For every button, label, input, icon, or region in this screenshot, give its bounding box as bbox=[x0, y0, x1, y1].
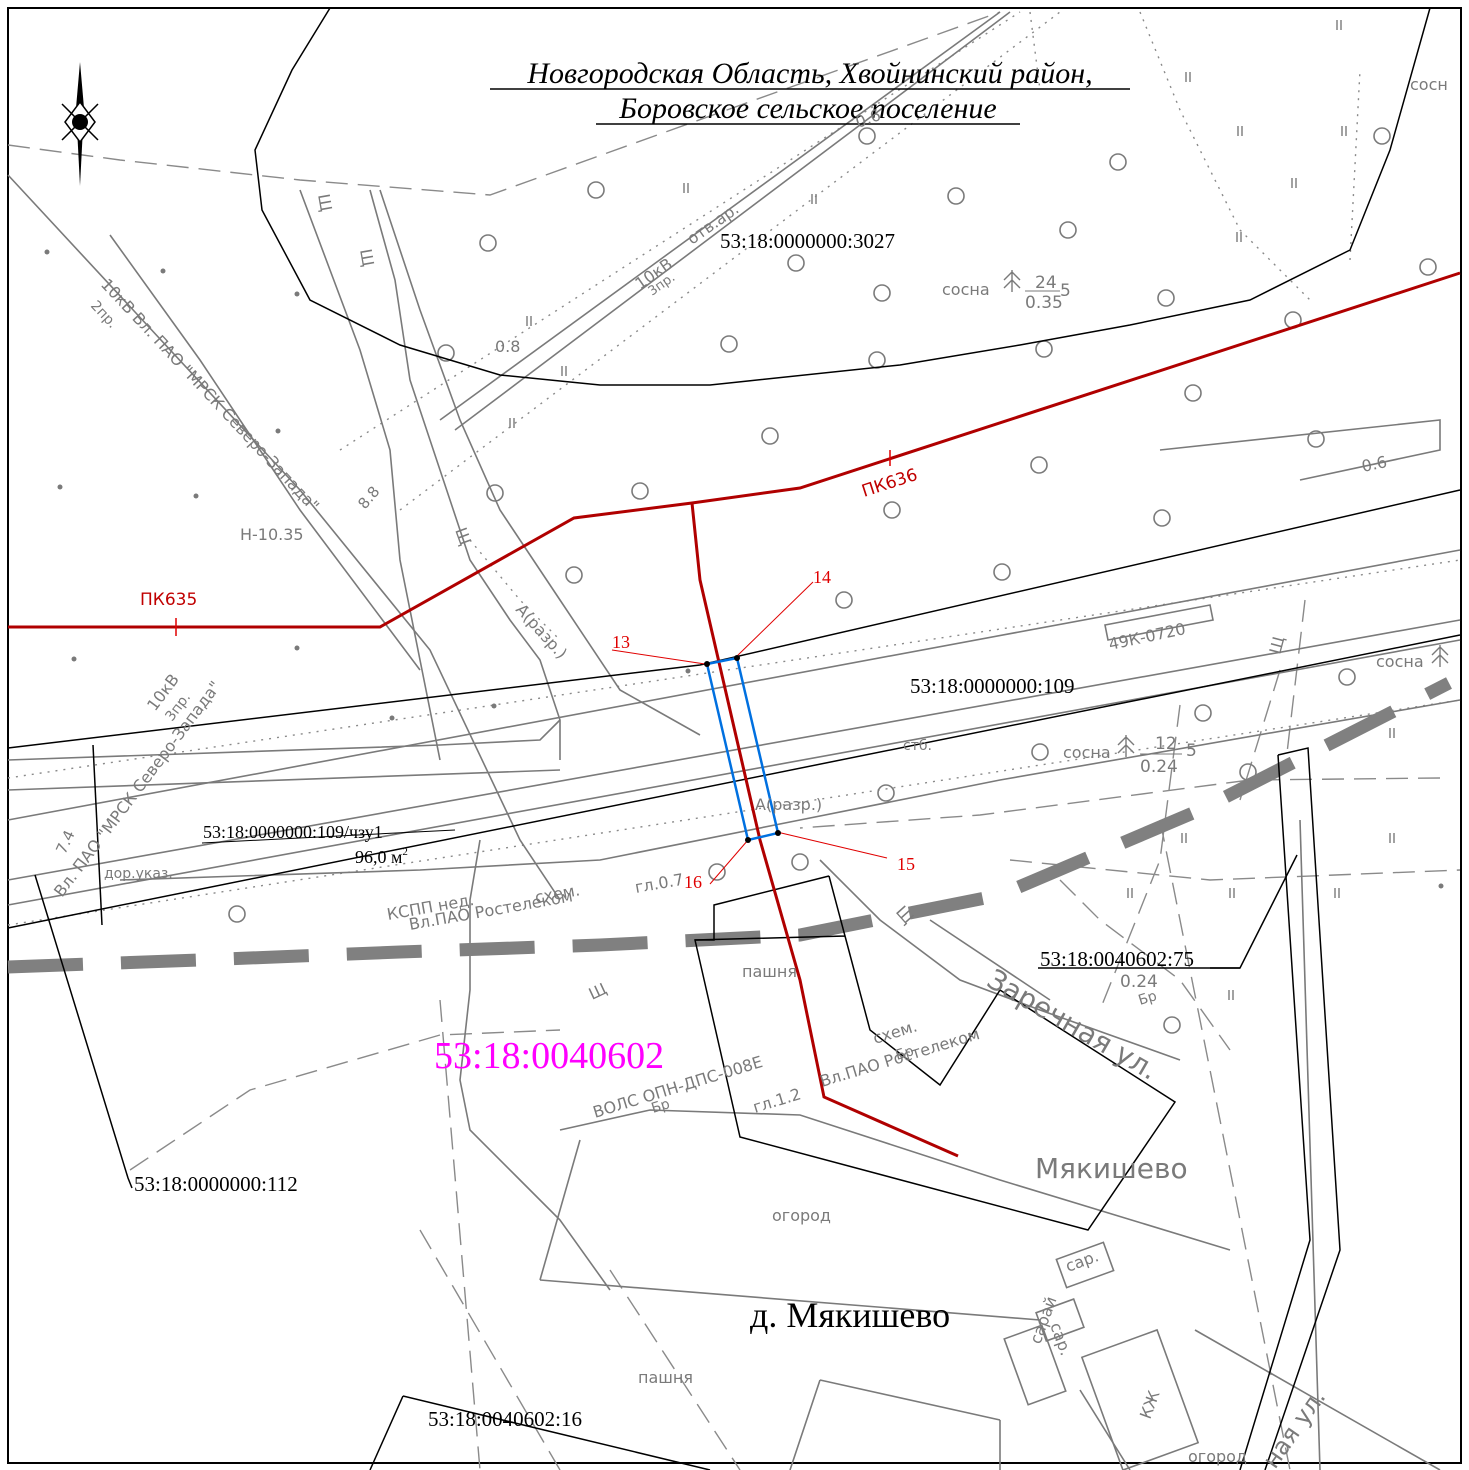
parcel-109-chzu-label: 53:18:0000000:109/чзу1 bbox=[203, 822, 383, 842]
pine-label-a: сосна bbox=[942, 280, 990, 299]
pine-c-thickness: 0.24 bbox=[1120, 972, 1158, 992]
pine-icons bbox=[1003, 270, 1449, 757]
value-0-6-right: 0.6 bbox=[1360, 452, 1389, 476]
road-sign-label: дор.указ. bbox=[104, 866, 173, 882]
value-7-4: 7.4 bbox=[52, 827, 78, 856]
power-line-label-1: 10кВ Вл. ПАО "МРСК Северо-Запада" bbox=[97, 275, 323, 515]
leader-lines bbox=[201, 829, 456, 844]
picket-635: ПК635 bbox=[140, 590, 197, 610]
parcel-112-label: 53:18:0000000:112 bbox=[134, 1172, 298, 1196]
picket-ticks bbox=[175, 450, 891, 636]
area-superscript: 2 bbox=[402, 846, 408, 858]
picket-636: ПК636 bbox=[859, 465, 920, 502]
svg-text:96,0 м2: 96,0 м2 bbox=[355, 846, 408, 867]
shed-label-1: сар. bbox=[1063, 1246, 1101, 1275]
point-13: 13 bbox=[612, 632, 630, 652]
value-0-8: 0.8 bbox=[495, 337, 520, 356]
road-number: 49К-0720 bbox=[1107, 619, 1187, 654]
cadastral-boundaries bbox=[7, 7, 1461, 1470]
pine-b-height: 12 bbox=[1155, 734, 1177, 754]
pine-a-thickness: 0.35 bbox=[1025, 293, 1063, 313]
quarter-label: 53:18:0040602 bbox=[434, 1035, 664, 1077]
settlement-label: д. Мякишево bbox=[750, 1295, 950, 1335]
pine-label-b: сосна bbox=[1063, 743, 1111, 762]
buildings bbox=[1003, 604, 1214, 1470]
br-label-2: Бр bbox=[893, 1043, 915, 1064]
br-label-1: Бр bbox=[649, 1096, 671, 1117]
topo-solid-lines bbox=[7, 11, 1461, 1470]
topo-dashed-lines bbox=[7, 11, 1461, 1470]
sch-label-6: Щ bbox=[586, 979, 610, 1004]
pole-label: стб. bbox=[903, 738, 932, 754]
value-8-8: 8.8 bbox=[354, 483, 383, 513]
pine-a-diameter: 5 bbox=[1060, 281, 1071, 301]
tree-symbols bbox=[228, 127, 1437, 1034]
pine-label-topright: сосн bbox=[1410, 75, 1448, 94]
parcel-75-label: 53:18:0040602:75 bbox=[1040, 947, 1194, 971]
title-line2: Боровское сельское поселение bbox=[618, 92, 996, 125]
field-label-2: пашня bbox=[638, 1368, 693, 1387]
sch-label-2: Щ bbox=[356, 247, 378, 268]
north-arrow-icon bbox=[61, 62, 99, 186]
pine-b-diameter: 5 bbox=[1186, 741, 1197, 761]
asphalt-label-1: А(разр.) bbox=[512, 600, 571, 663]
cable-label-rostelekom-1: Вл.ПАО Ростелеком bbox=[407, 886, 574, 934]
pine-a-height: 24 bbox=[1035, 273, 1057, 293]
sch-label-4: Щ bbox=[1266, 634, 1289, 656]
meadow-symbols bbox=[509, 20, 1395, 1000]
point-leaders bbox=[611, 581, 888, 885]
parcel-109-label: 53:18:0000000:109 bbox=[910, 674, 1075, 698]
cable-depth-0-7: гл.0.7 bbox=[633, 870, 685, 897]
pine-b-thickness: 0.24 bbox=[1140, 757, 1178, 777]
garden-label-1: огород bbox=[772, 1206, 831, 1225]
br-label-3: Бр bbox=[1136, 988, 1158, 1009]
point-14: 14 bbox=[813, 567, 831, 587]
garden-label-2: огород bbox=[1188, 1447, 1247, 1466]
point-numbers: 13 14 15 16 bbox=[612, 567, 915, 892]
sch-label-3: Щ bbox=[451, 525, 475, 548]
title-line1: Новгородская Область, Хвойнинский район, bbox=[526, 57, 1092, 90]
title-block: Новгородская Область, Хвойнинский район,… bbox=[490, 57, 1130, 125]
asphalt-label-2: А(разр.) bbox=[755, 795, 822, 814]
field-label-1: пашня bbox=[742, 962, 797, 981]
area-value: 96,0 м bbox=[355, 847, 402, 867]
bush-dots bbox=[44, 249, 1444, 889]
fiber-depth-1-2: гл.1.2 bbox=[751, 1084, 804, 1117]
pine-label-right: сосна bbox=[1376, 652, 1424, 671]
sch-label-1: Щ bbox=[314, 192, 336, 213]
map-border bbox=[7, 7, 1462, 1464]
house-label: КЖ bbox=[1136, 1388, 1164, 1421]
height-label: Н-10.35 bbox=[240, 525, 304, 544]
parcel-labels: 53:18:0000000:3027 53:18:0000000:109 53:… bbox=[134, 229, 1194, 1431]
village-label-gray: Мякишево bbox=[1035, 1152, 1188, 1185]
point-15: 15 bbox=[897, 854, 915, 874]
point-16: 16 bbox=[684, 872, 702, 892]
zone-vertices bbox=[704, 655, 781, 843]
parcel-16-label: 53:18:0040602:16 bbox=[428, 1407, 582, 1431]
parcel-3027-label: 53:18:0000000:3027 bbox=[720, 229, 895, 253]
route-line bbox=[8, 271, 1461, 1158]
